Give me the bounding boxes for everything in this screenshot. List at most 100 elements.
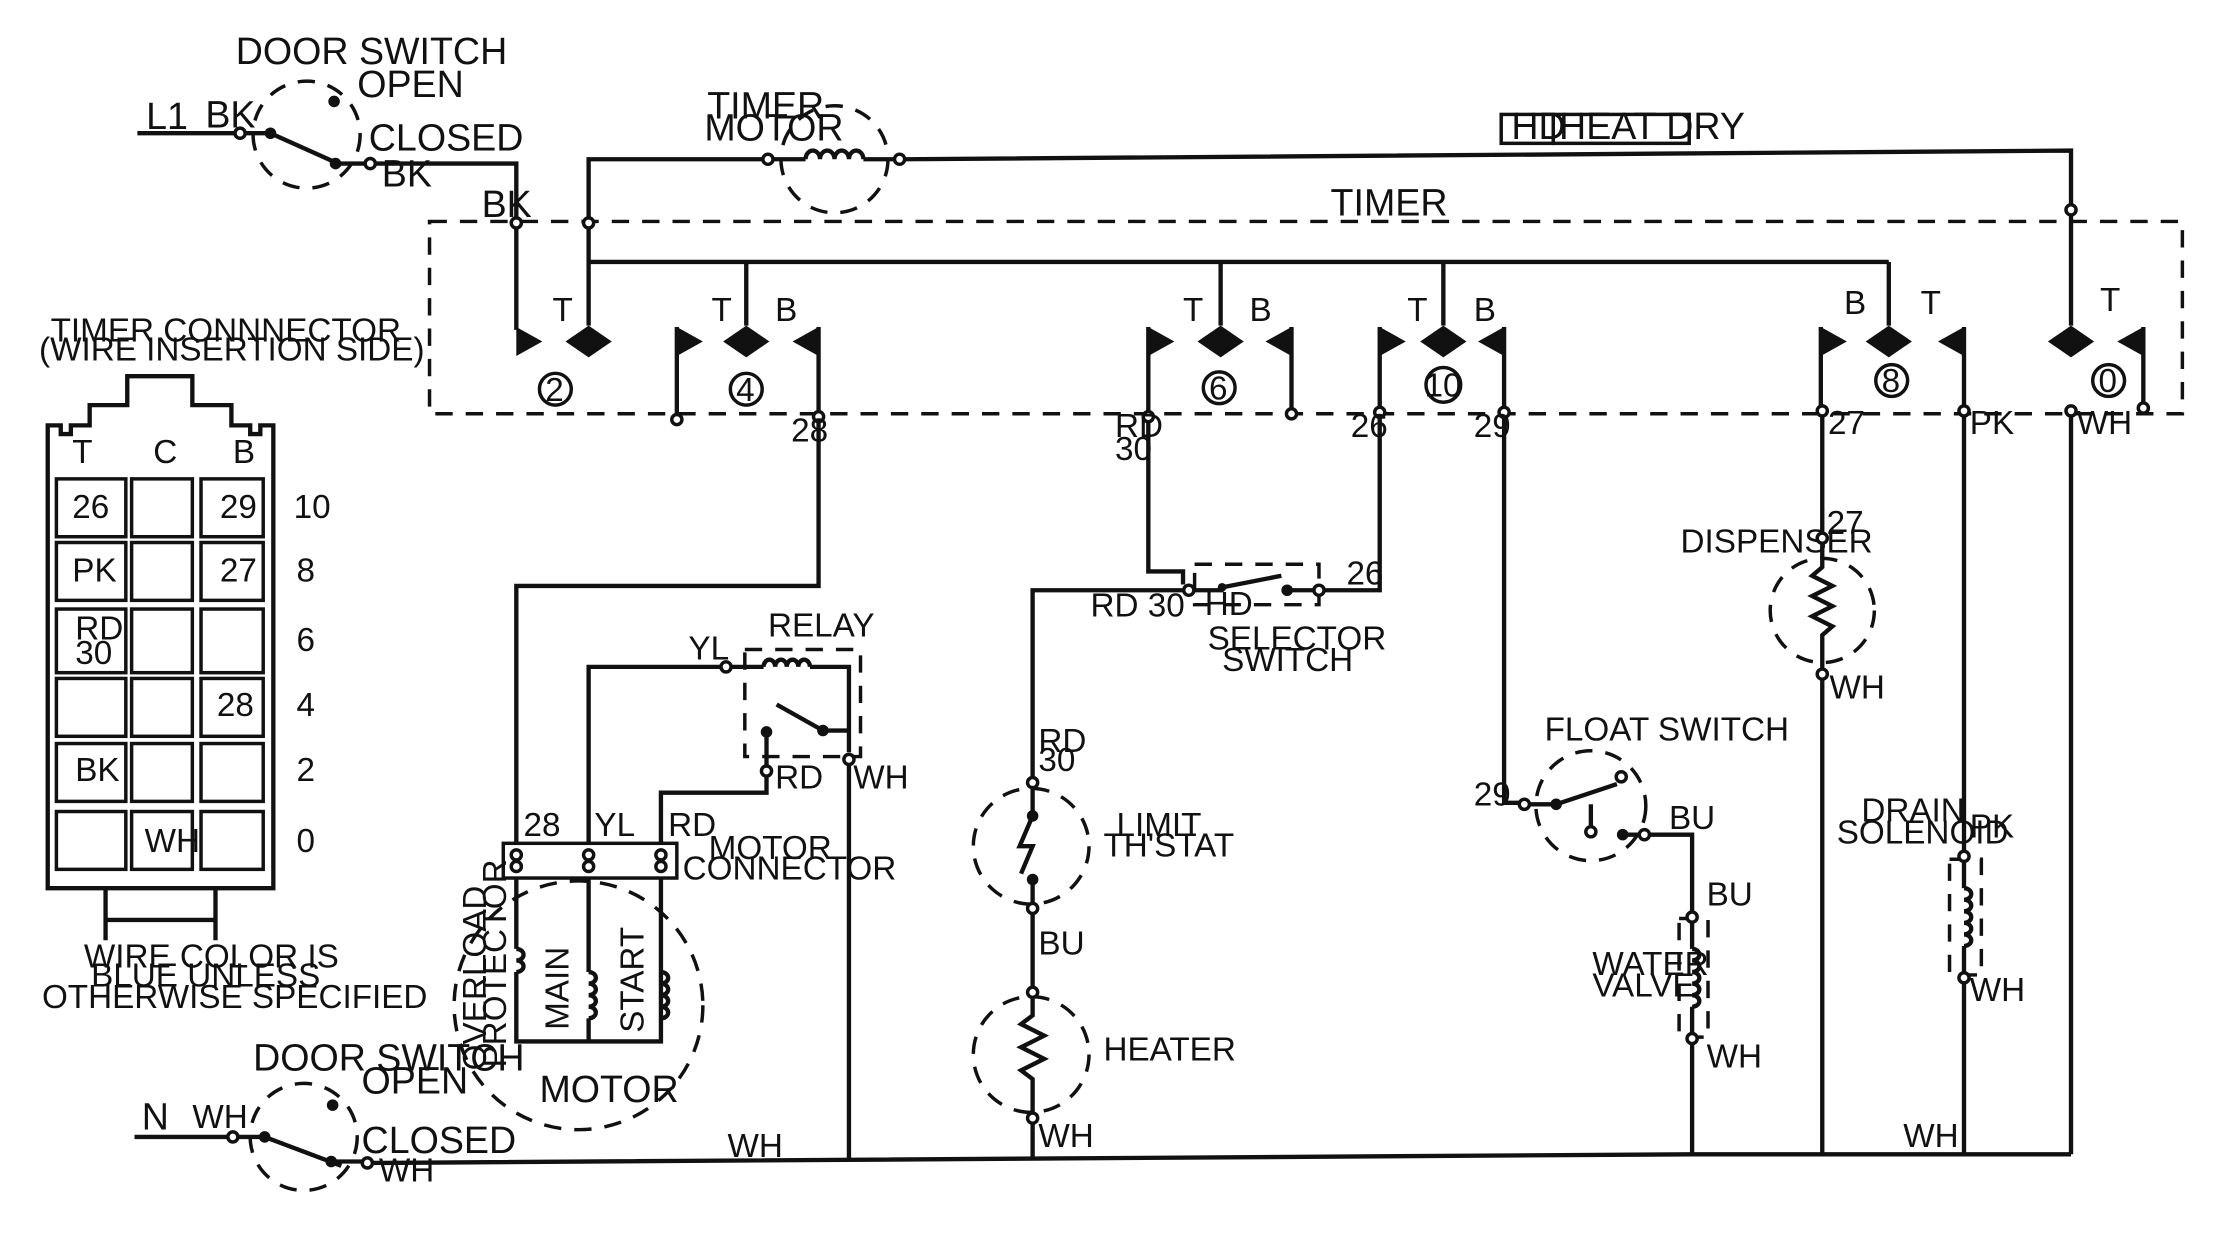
wire-27-label: 27: [1828, 405, 1865, 442]
neutral-bus: [373, 1152, 2072, 1166]
start-winding-label: START: [615, 927, 652, 1033]
wire-28-label: 28: [791, 412, 828, 449]
connector-col-c: C: [153, 434, 177, 471]
c10-b-label: B: [1474, 292, 1496, 329]
selector-switch-label-2: SWITCH: [1222, 642, 1353, 679]
timer-contact-0: 0: [2098, 363, 2117, 400]
c4-b-label: B: [775, 292, 797, 329]
connector-note-1: WIRE COLOR IS: [84, 939, 339, 976]
timer-label: TIMER: [1331, 182, 1448, 224]
c6-t-label: T: [1183, 292, 1203, 329]
connector-col-t: T: [72, 434, 92, 471]
heater-label: HEATER: [1103, 1031, 1235, 1068]
door-switch-top-blade: [269, 131, 343, 168]
timer-contact-2: 2: [545, 372, 563, 409]
float-bu-label: BU: [1669, 800, 1715, 837]
heater-outline: [971, 994, 1091, 1115]
legend-hd: HD HEAT DRY: [1499, 105, 1745, 147]
water-valve-label-1: WATER: [1592, 946, 1708, 983]
door-switch-top: DOOR SWITCH OPEN CLOSED L1 BK BK: [137, 30, 524, 218]
motor-connector-label-2: CONNECTOR: [683, 850, 897, 887]
c4-t-label: T: [712, 292, 732, 329]
timer-connector-outline: [45, 374, 276, 891]
relay-rd-label: RD: [775, 759, 823, 796]
c8-b-label: B: [1844, 285, 1866, 322]
timer-motor-label-2: MOTOR: [704, 106, 843, 148]
drain-solenoid-coil: [1963, 885, 1974, 949]
wire-wh-label: WH: [2077, 405, 2132, 442]
selector-switch-outline: [1192, 562, 1321, 607]
float-switch-outline: [1534, 749, 1648, 863]
door-switch-bottom-wh-out: WH: [379, 1153, 434, 1190]
c8-t-label: T: [1921, 285, 1941, 322]
connector-cell: WH: [145, 823, 200, 860]
motor-outline: [452, 879, 705, 1132]
connector-cell: 26: [72, 489, 109, 526]
c10-t-label: T: [1407, 292, 1427, 329]
motor-connector-pin-28: 28: [524, 807, 561, 844]
connector-note-2: BLUE UNLESS: [91, 958, 320, 995]
motor-connector-label-1: MOTOR: [709, 830, 832, 867]
drain-wh-label: WH: [1970, 972, 2025, 1009]
float-switch-label: FLOAT SWITCH: [1545, 712, 1789, 749]
water-circuit: 29 FLOAT SWITCH BU BU WATER VALVE WH: [1474, 418, 1789, 1155]
timer-block: TIMER BK T 2 T B 4: [427, 182, 2185, 468]
relay-coil: [761, 657, 813, 668]
connector-cell: 27: [220, 553, 257, 590]
relay-contact-blade: [775, 702, 824, 733]
timer-connector-title-2: (WIRE INSERTION SIDE): [39, 331, 424, 368]
c0-t-label: T: [2100, 282, 2120, 319]
drain-label-2: SOLENOID: [1837, 814, 2009, 851]
wire-26-label: 26: [1351, 408, 1388, 445]
start-winding-icon: [660, 969, 671, 1021]
c6-b-label: B: [1250, 292, 1272, 329]
timer-connector-title-1: TIMER CONNNECTOR: [51, 312, 401, 349]
legend-code: HD: [1511, 105, 1565, 147]
dispenser-wh-label: WH: [1829, 670, 1884, 707]
drain-pk-label: PK: [1970, 809, 2014, 846]
limit-30-label: 30: [1038, 742, 1075, 779]
timer-motor: TIMER MOTOR: [586, 85, 2074, 218]
timer-contact-8: 8: [1882, 363, 1901, 400]
overload-label-1: OVERLOAD: [457, 886, 494, 1071]
limit-thstat-element: [1016, 814, 1036, 875]
heater-wh-label: WH: [1038, 1118, 1093, 1155]
connector-cell: BK: [75, 752, 119, 789]
motor-connector-pin-rd: RD: [668, 807, 716, 844]
door-switch-top-bk-in: BK: [205, 93, 255, 135]
door-switch-bottom-wh-in: WH: [192, 1099, 247, 1136]
motor-connector-pin-yl: YL: [594, 807, 635, 844]
line-n-label: N: [142, 1096, 169, 1138]
main-winding-icon: [588, 969, 598, 1021]
wire-30-label: 30: [1115, 431, 1152, 468]
c2-t-label: T: [552, 292, 572, 329]
heater-circuit: HD 26 RD 30 SELECTOR SWITCH RD 30 LIMIT …: [971, 418, 1386, 1161]
limit-thstat-outline: [971, 786, 1091, 906]
dispenser-27-label: 27: [1827, 505, 1864, 542]
dispenser-label: DISPENSER: [1681, 524, 1873, 561]
door-switch-top-closed-label: CLOSED: [369, 117, 524, 159]
relay-outline: [743, 647, 863, 759]
wire-pk-label: PK: [1970, 405, 2014, 442]
valve-wh-label: WH: [1707, 1038, 1762, 1075]
door-switch-bottom-title: DOOR SWITCH: [253, 1036, 524, 1078]
connector-cell-rd: RD: [75, 610, 123, 647]
door-switch-top-title: DOOR SWITCH: [236, 30, 508, 72]
limit-bu-label: BU: [1038, 926, 1084, 963]
relay-label: RELAY: [768, 608, 875, 645]
timer-motor-coil: [803, 148, 866, 160]
connector-cell: 29: [220, 489, 257, 526]
connector-cell: 28: [217, 687, 254, 724]
wire-rd-label: RD: [1115, 408, 1163, 445]
timer-outline: [427, 219, 2185, 416]
connector-row-number: 8: [296, 553, 315, 590]
door-switch-bottom-closed-label: CLOSED: [362, 1119, 517, 1161]
connector-row-number: 6: [296, 622, 315, 659]
overload-label-2: PROTECTOR: [477, 859, 514, 1067]
door-switch-bottom-open-label: OPEN: [362, 1060, 469, 1102]
line-l1-label: L1: [146, 95, 188, 137]
limit-label-2: TH'STAT: [1103, 827, 1234, 864]
connector-row-number: 4: [296, 687, 315, 724]
neutral-wh-right: WH: [1903, 1118, 1958, 1155]
